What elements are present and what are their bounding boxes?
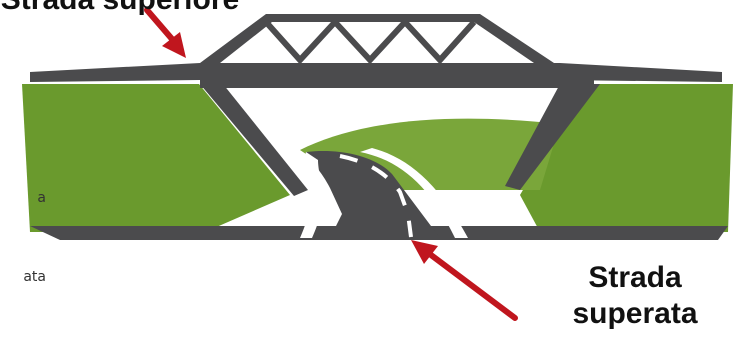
- arrow-to-upper-road: [147, 10, 186, 58]
- lower-road-label-line1: Strada: [545, 260, 725, 295]
- bridge-truss-diagonals: [266, 22, 474, 60]
- cropped-side-text: ata: [0, 269, 46, 285]
- bridge-deck-lower: [200, 80, 594, 88]
- cropped-side-text: a: [0, 190, 46, 206]
- lower-road-label-line2: superata: [545, 296, 725, 331]
- left-embankment: [22, 84, 290, 232]
- upper-road-label: Strada superiore: [0, 0, 280, 17]
- arrow-to-lower-road: [411, 240, 515, 318]
- bridge-deck: [30, 63, 722, 82]
